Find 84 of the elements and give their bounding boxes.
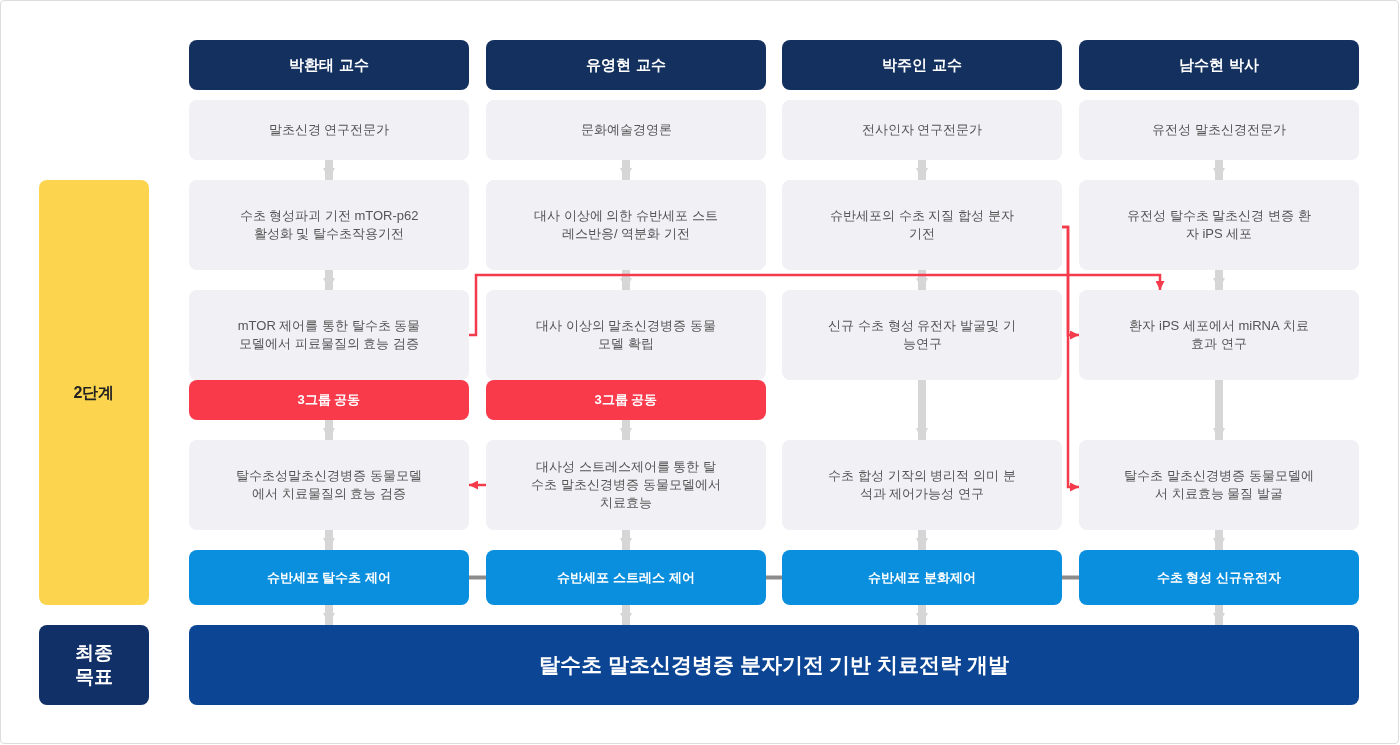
researcher-header (486, 40, 766, 90)
result-box (782, 550, 1062, 605)
goal-label-box (39, 625, 149, 705)
arrow (1062, 225, 1079, 492)
node-text: 탈수초성말초신경병증 동물모델에서 치료물질의 효능 검증 (235, 467, 423, 503)
research-box (486, 100, 766, 160)
node-text: 수초 형성파괴 기전 mTOR-p62활성화 및 탈수초작용기전 (238, 207, 420, 243)
research-box (782, 290, 1062, 380)
arrow (469, 480, 486, 490)
node-text: 탈수초 말초신경병증 동물모델에서 치료효능 물질 발굴 (1124, 467, 1314, 503)
research-box (1079, 180, 1359, 270)
arrow (620, 605, 632, 625)
node-text: 전사인자 연구전문가 (861, 121, 983, 139)
researcher-header (189, 40, 469, 90)
node-text: 박주인 교수 (882, 54, 962, 75)
research-box (1079, 100, 1359, 160)
arrow (1213, 605, 1225, 625)
arrow (620, 530, 632, 550)
research-box (486, 290, 766, 380)
final-goal-box (189, 625, 1359, 705)
node-text: 슈반세포 탈수초 제어 (266, 568, 392, 587)
arrow (916, 270, 928, 290)
result-box (189, 550, 469, 605)
node-text: 유영현 교수 (586, 54, 666, 75)
node-text: 박환태 교수 (289, 54, 369, 75)
research-box (782, 100, 1062, 160)
arrow (323, 605, 335, 625)
node-text: 슈반세포의 수초 지질 합성 분자기전 (829, 207, 1015, 243)
joint-badge (486, 380, 766, 420)
research-box (1079, 290, 1359, 380)
node-text: 수초 형성 신규유전자 (1156, 568, 1282, 587)
node-text: 남수현 박사 (1179, 54, 1259, 75)
node-text: 대사 이상의 말초신경병증 동물모델 확립 (535, 317, 717, 353)
result-box (486, 550, 766, 605)
connector-line (469, 575, 486, 580)
arrow (323, 420, 335, 440)
researcher-header (1079, 40, 1359, 90)
research-box (486, 440, 766, 530)
node-text: 대사 이상에 의한 슈반세포 스트레스반응/ 역분화 기전 (533, 207, 719, 243)
arrow (620, 270, 632, 290)
node-text: 최종 목표 (74, 641, 114, 689)
node-text: 탈수초 말초신경병증 분자기전 기반 치료전략 개발 (538, 652, 1010, 679)
arrow (323, 530, 335, 550)
node-text: 2단계 (73, 382, 115, 403)
arrow (916, 380, 928, 440)
arrow (620, 420, 632, 440)
node-text: 유전성 말초신경전문가 (1152, 121, 1286, 139)
arrow (620, 160, 632, 180)
result-box (1079, 550, 1359, 605)
node-text: 3그룹 공동 (297, 391, 361, 410)
node-text: mTOR 제어를 통한 탈수초 동물모델에서 피료물질의 효능 검증 (236, 317, 422, 353)
arrow (468, 273, 1165, 337)
researcher-header (782, 40, 1062, 90)
node-text: 문화예술경영론 (580, 121, 672, 139)
node-text: 슈반세포 분화제어 (868, 568, 976, 587)
joint-badge (189, 380, 469, 420)
node-text: 3그룹 공동 (594, 391, 658, 410)
arrow (323, 270, 335, 290)
research-box (486, 180, 766, 270)
research-box (782, 440, 1062, 530)
arrow (916, 605, 928, 625)
research-box (189, 100, 469, 160)
research-box (189, 180, 469, 270)
node-text: 환자 iPS 세포에서 miRNA 치료효과 연구 (1128, 317, 1310, 353)
arrow (1213, 530, 1225, 550)
connector-line (1062, 575, 1079, 580)
node-text: 수초 합성 기작의 병리적 의미 분석과 제어가능성 연구 (827, 467, 1017, 503)
arrow (1213, 270, 1225, 290)
research-box (782, 180, 1062, 270)
node-text: 신규 수초 형성 유전자 발굴및 기능연구 (827, 317, 1017, 353)
arrow (1213, 160, 1225, 180)
node-text: 말초신경 연구전문가 (268, 121, 390, 139)
node-text: 대사성 스트레스제어를 통한 탈수초 말초신경병증 동물모델에서 치료효능 (531, 458, 721, 512)
node-text: 유전성 탈수초 말초신경 변증 환자 iPS 세포 (1126, 207, 1312, 243)
connector-line (766, 575, 782, 580)
research-box (189, 440, 469, 530)
node-text: 슈반세포 스트레스 제어 (557, 568, 695, 587)
arrow (323, 160, 335, 180)
arrow (916, 160, 928, 180)
arrow (1213, 380, 1225, 440)
arrow (916, 530, 928, 550)
research-box (189, 290, 469, 380)
stage-panel (39, 180, 149, 605)
research-box (1079, 440, 1359, 530)
